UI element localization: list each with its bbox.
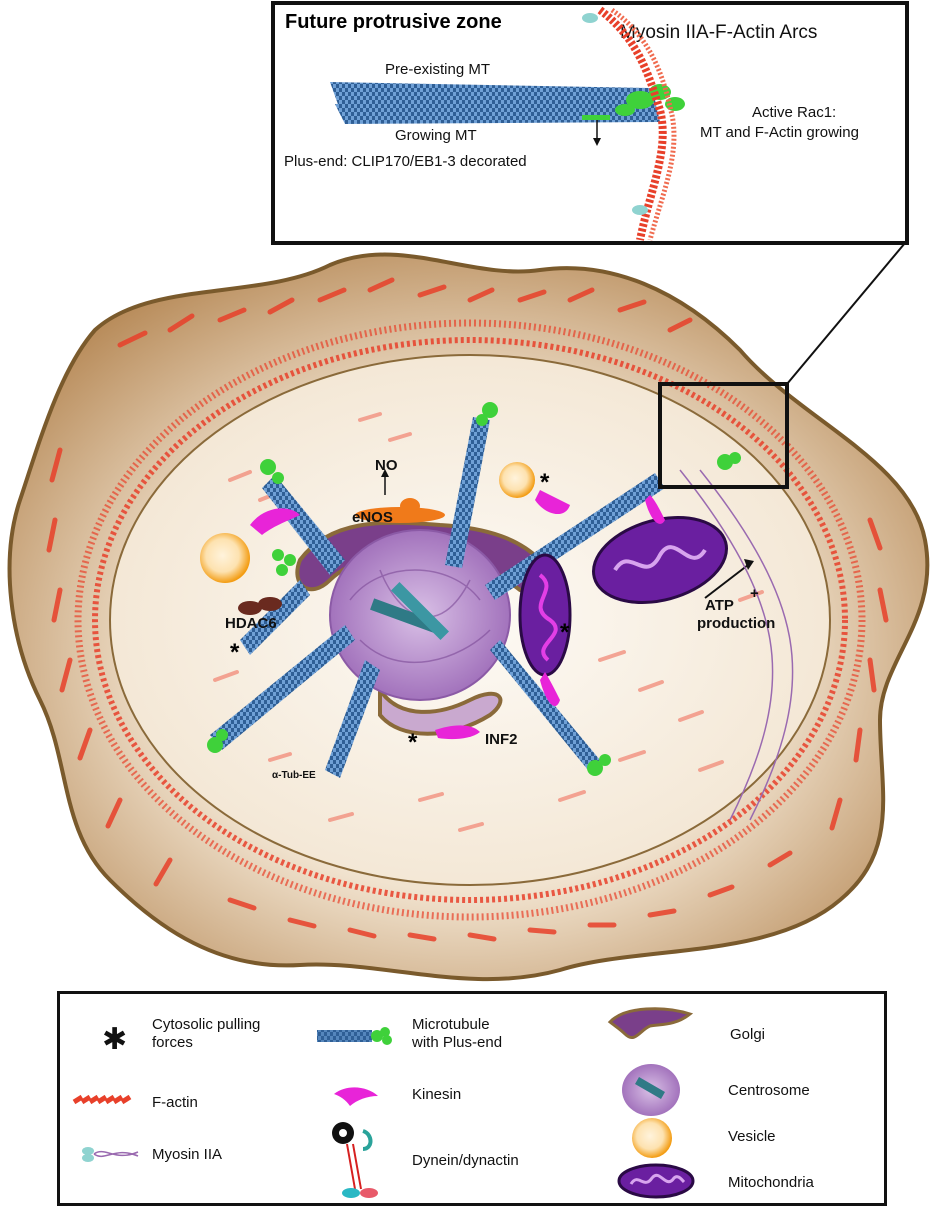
legend-label-mitochondria: Mitochondria xyxy=(728,1174,814,1191)
rac1-label-line1: Active Rac1: xyxy=(752,104,836,121)
myosin-iia-arcs xyxy=(679,469,794,821)
f-actin-icon xyxy=(72,1094,132,1105)
inset-panel: Future protrusive zone Myosin IIA-F-Acti… xyxy=(271,1,909,245)
centrosome xyxy=(329,529,511,701)
atp-label-line1: ATP xyxy=(705,597,734,614)
cortical-f-actin xyxy=(46,277,889,942)
mitochondrion-middle xyxy=(518,553,572,677)
inset-title: Future protrusive zone xyxy=(285,11,502,33)
asterisk-4: * xyxy=(408,729,418,756)
legend-label-microtubule: Microtubule with Plus-end xyxy=(412,1016,503,1051)
vesicle-left xyxy=(200,533,250,583)
legend-label-f-actin: F-actin xyxy=(152,1094,198,1111)
legend: ✱ Cytosolic pulling forces F-actin Myosi… xyxy=(57,991,887,1206)
legend-label-pulling-forces: Cytosolic pulling forces xyxy=(152,1016,261,1051)
zoom-box xyxy=(658,382,789,489)
no-label: NO xyxy=(375,457,398,474)
golgi-icon xyxy=(607,1007,694,1039)
mitochondria-icon xyxy=(617,1163,695,1199)
atp-plus-label: + xyxy=(750,585,759,602)
inset-microtubule xyxy=(330,82,685,146)
centrosome-icon xyxy=(622,1064,680,1116)
asterisk-1: * xyxy=(540,469,550,496)
atp-label-line2: production xyxy=(697,615,775,632)
plus-end-label: Plus-end: CLIP170/EB1-3 decorated xyxy=(284,153,527,170)
pre-existing-mt-label: Pre-existing MT xyxy=(385,61,490,78)
legend-label-golgi: Golgi xyxy=(730,1026,766,1043)
asterisk-2: * xyxy=(230,639,240,666)
kinesins xyxy=(250,490,665,740)
arcs-label: Myosin IIA-F-Actin Arcs xyxy=(620,22,817,43)
growing-mt-label: Growing MT xyxy=(395,127,477,144)
enos-complex xyxy=(355,498,445,523)
microtubule-icon xyxy=(317,1027,392,1045)
enos-label: eNOS xyxy=(352,509,393,526)
rac1-label-line2: MT and F-Actin growing xyxy=(700,124,859,141)
tub-ee-label: α-Tub-EE xyxy=(272,770,316,781)
hdac6-complex xyxy=(238,597,282,615)
legend-label-kinesin: Kinesin xyxy=(412,1086,462,1103)
myosin-iia-icon xyxy=(82,1147,139,1162)
plus-ends xyxy=(207,402,741,776)
asterisk-3: * xyxy=(560,619,570,646)
mitochondrion-right xyxy=(592,516,728,604)
vesicle-top xyxy=(499,462,535,498)
legend-label-centrosome: Centrosome xyxy=(728,1082,810,1099)
inf2-label: INF2 xyxy=(485,731,518,748)
zoom-line-right xyxy=(786,242,906,385)
microtubules xyxy=(210,417,665,778)
hdac6-label: HDAC6 xyxy=(225,615,277,632)
vesicle-icon xyxy=(632,1118,672,1158)
legend-label-dynein: Dynein/dynactin xyxy=(412,1152,519,1169)
legend-label-myosin: Myosin IIA xyxy=(152,1146,223,1163)
legend-label-vesicle: Vesicle xyxy=(728,1128,776,1145)
asterisk-icon: ✱ xyxy=(102,1023,128,1056)
kinesin-icon xyxy=(334,1087,378,1106)
dynein-icon xyxy=(332,1122,378,1198)
